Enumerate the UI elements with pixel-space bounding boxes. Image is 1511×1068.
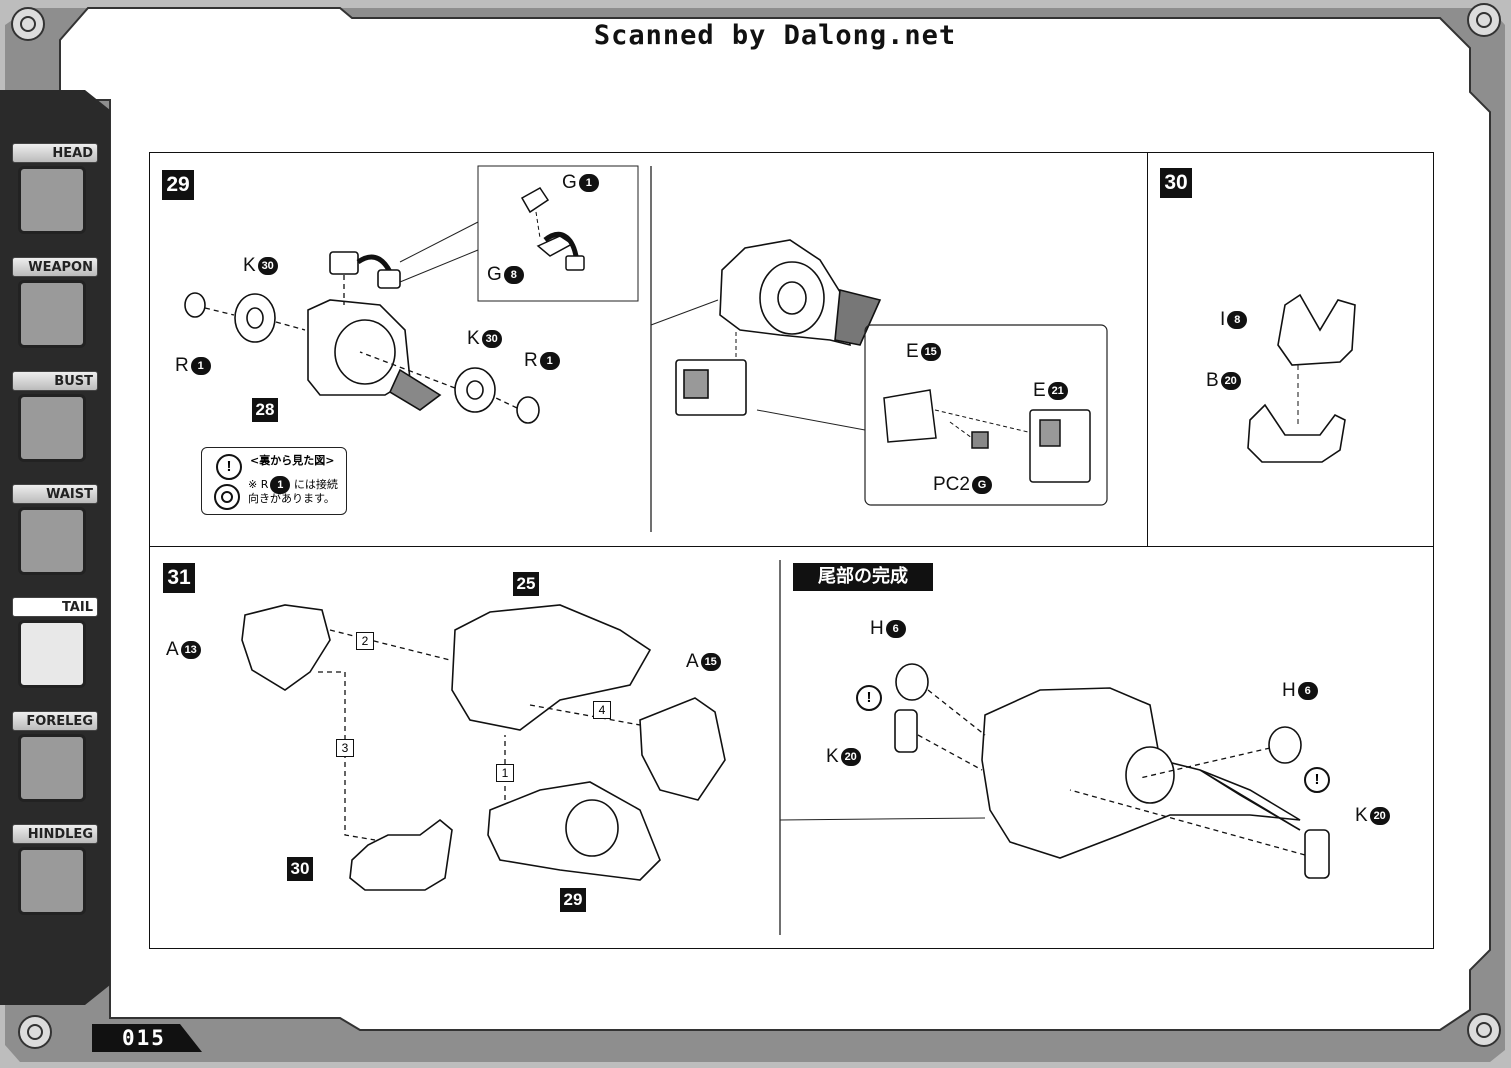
note-line-2: 向きがあります。 [248, 492, 335, 505]
head-icon [18, 166, 86, 234]
sequence-1: 1 [496, 764, 514, 782]
page-number-text: 015 [122, 1026, 166, 1050]
tab-label: WEAPON [12, 257, 98, 277]
warning-icon: ! [216, 454, 242, 480]
sequence-2: 2 [356, 632, 374, 650]
gear-icon [214, 484, 240, 510]
scan-credit-title: Scanned by Dalong.net [593, 20, 957, 51]
sidebar-tab-bust[interactable]: BUST [12, 371, 98, 462]
step-30-badge: 30 [1160, 168, 1192, 198]
part-label-25: 25 [513, 572, 539, 596]
step-29-chassis-drawing [184, 251, 540, 424]
bust-icon [18, 394, 86, 462]
tab-label: BUST [12, 371, 98, 391]
sidebar-tab-head[interactable]: HEAD [12, 143, 98, 234]
tab-label: WAIST [12, 484, 98, 504]
tail-icon [18, 620, 86, 688]
sidebar-tab-waist[interactable]: WAIST [12, 484, 98, 575]
tab-label: TAIL [12, 597, 98, 617]
step-31-badge: 31 [163, 563, 195, 593]
part-label-29: 29 [560, 888, 586, 912]
hindleg-icon [18, 847, 86, 915]
tab-label: HINDLEG [12, 824, 98, 844]
sidebar-tab-hindleg[interactable]: HINDLEG [12, 824, 98, 915]
tab-label: HEAD [12, 143, 98, 163]
step-31-panel [149, 546, 1434, 949]
warning-icon: ! [1304, 767, 1330, 793]
part-label-28: 28 [252, 398, 278, 422]
sidebar-tab-tail[interactable]: TAIL [12, 597, 98, 688]
waist-icon [18, 507, 86, 575]
sidebar-tab-weapon[interactable]: WEAPON [12, 257, 98, 348]
sidebar-tab-foreleg[interactable]: FORELEG [12, 711, 98, 802]
sequence-4: 4 [593, 701, 611, 719]
part-label-30: 30 [287, 857, 313, 881]
warning-icon: ! [856, 685, 882, 711]
tab-label: FORELEG [12, 711, 98, 731]
note-title: <裏から見た図> [250, 454, 335, 467]
page-number: 015 [92, 1024, 202, 1052]
step-29-badge: 29 [162, 170, 194, 200]
sequence-3: 3 [336, 739, 354, 757]
weapon-icon [18, 280, 86, 348]
foreleg-icon [18, 734, 86, 802]
tail-complete-banner: 尾部の完成 [793, 563, 933, 591]
